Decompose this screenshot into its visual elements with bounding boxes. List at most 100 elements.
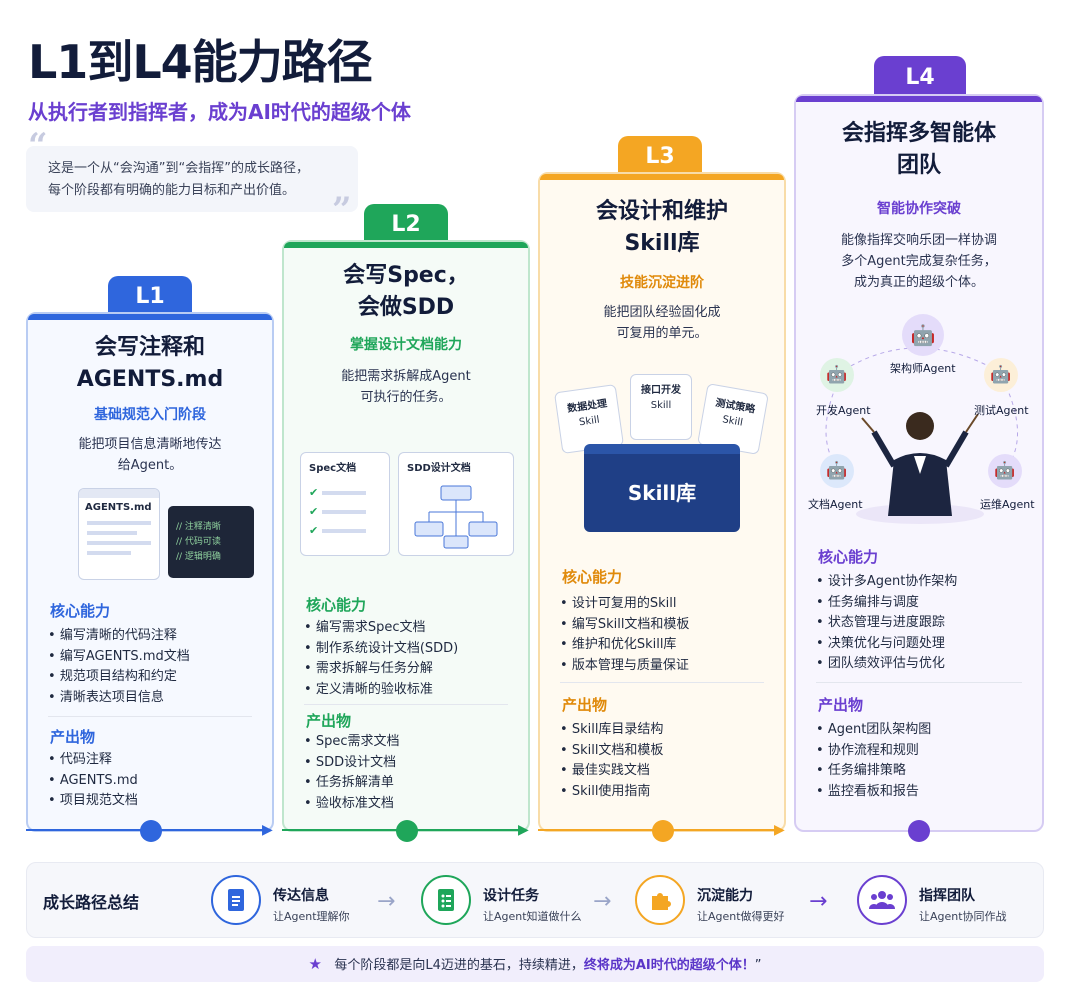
- card-l2-title: 会写Spec，会做SDD: [343, 263, 469, 320]
- card-l4-desc: 能像指挥交响乐团一样协调多个Agent完成复杂任务，成为真正的超级个体。: [840, 233, 997, 290]
- card-l1-footer: ▶: [26, 810, 276, 850]
- list-item: 清晰表达项目信息: [48, 688, 190, 709]
- list-item: 编写需求Spec文档: [304, 618, 458, 639]
- step-title: 沉淀能力: [697, 888, 753, 904]
- card-l2-subtitle: 掌握设计文档能力: [350, 337, 462, 353]
- card-l3-core-list: 设计可复用的Skill 编写Skill文档和模板 维护和优化Skill库 版本管…: [560, 594, 690, 677]
- list-item: 编写AGENTS.md文档: [48, 647, 190, 668]
- arrow-right-icon: →: [593, 889, 612, 914]
- card-l1-core-list: 编写清晰的代码注释 编写AGENTS.md文档 规范项目结构和约定 清晰表达项目…: [48, 626, 190, 708]
- intro-quote: 这是一个从“会沟通”到“会指挥”的成长路径， 每个阶段都有明确的能力目标和产出价…: [26, 146, 358, 212]
- footer-banner: ★ 每个阶段都是向L4迈进的基石，持续精进，终将成为AI时代的超级个体！”: [26, 946, 1044, 982]
- list-item: 需求拆解与任务分解: [304, 659, 458, 680]
- step-subtitle: 让Agent理解你: [273, 910, 350, 923]
- list-item: 项目规范文档: [48, 791, 138, 812]
- card-l4-core-list: 设计多Agent协作架构 任务编排与调度 状态管理与进度跟踪 决策优化与问题处理…: [816, 572, 957, 675]
- card-l3-desc: 能把团队经验固化成可复用的单元。: [603, 305, 721, 341]
- intro-line-1: 这是一个从“会沟通”到“会指挥”的成长路径，: [48, 161, 309, 176]
- step-subtitle: 让Agent协同作战: [919, 910, 1007, 923]
- list-item: 状态管理与进度跟踪: [816, 613, 957, 634]
- arrow-right-icon: →: [809, 889, 828, 914]
- card-l2-core-title: 核心能力: [306, 596, 367, 614]
- arrow-right-icon: →: [377, 889, 396, 914]
- page-title: L1到L4能力路径: [28, 35, 373, 89]
- agent-label: 开发Agent: [816, 404, 871, 417]
- list-item: 验收标准文档: [304, 794, 399, 815]
- list-item: 规范项目结构和约定: [48, 667, 190, 688]
- team-icon: [857, 875, 907, 925]
- card-l4-output-title: 产出物: [818, 696, 864, 714]
- list-item: Agent团队架构图: [816, 720, 931, 741]
- step-subtitle: 让Agent知道做什么: [483, 910, 582, 923]
- list-item: 决策优化与问题处理: [816, 634, 957, 655]
- code-editor: // 注释清晰 // 代码可读 // 逻辑明确: [168, 506, 254, 578]
- connection-lines: [825, 347, 1018, 524]
- close-quote-icon: ”: [332, 190, 352, 230]
- card-l2-output-title: 产出物: [306, 712, 352, 730]
- card-l1-output-title: 产出物: [50, 728, 96, 746]
- summary-title: 成长路径总结: [43, 893, 140, 912]
- list-item: Skill使用指南: [560, 782, 663, 803]
- list-item: Skill库目录结构: [560, 720, 664, 741]
- list-item: 任务编排策略: [816, 761, 931, 782]
- card-l4-core-title: 核心能力: [818, 548, 879, 566]
- list-item: 定义清晰的验收标准: [304, 680, 458, 701]
- list-item: Spec需求文档: [304, 732, 400, 753]
- list-item: 设计可复用的Skill: [560, 594, 689, 615]
- puzzle-icon: [635, 875, 685, 925]
- badge-l1: L1: [108, 276, 192, 316]
- card-l2-illustration: Spec文档 ✔ ✔ ✔ SDD设计文档: [284, 448, 528, 558]
- step-subtitle: 让Agent做得更好: [697, 910, 785, 923]
- agent-label: 测试Agent: [974, 404, 1029, 417]
- document-icon: [211, 875, 261, 925]
- card-l1-illustration: AGENTS.md // 注释清晰 // 代码可读 // 逻辑明确: [28, 482, 272, 582]
- tester-agent-icon: 🤖: [984, 358, 1018, 392]
- ops-agent-icon: 🤖: [988, 454, 1022, 488]
- footer-quote: ”: [754, 958, 762, 973]
- list-item: 维护和优化Skill库: [560, 635, 689, 656]
- card-l1-desc: 能把项目信息清晰地传达给Agent。: [78, 437, 222, 473]
- card-l2-footer: ▶: [282, 810, 532, 850]
- step-title: 设计任务: [483, 888, 539, 904]
- list-item: 版本管理与质量保证: [560, 656, 689, 677]
- list-item: AGENTS.md: [48, 771, 138, 792]
- list-item: SDD设计文档: [304, 753, 399, 774]
- card-l1-core-title: 核心能力: [50, 602, 111, 620]
- badge-l4: L4: [874, 56, 966, 98]
- card-l4: 会指挥多智能体团队 智能协作突破 能像指挥交响乐团一样协调多个Agent完成复杂…: [794, 94, 1044, 832]
- open-quote-icon: “: [28, 126, 48, 166]
- sdd-document: SDD设计文档: [398, 452, 514, 556]
- list-item: 协作流程和规则: [816, 741, 931, 762]
- badge-l2: L2: [364, 204, 448, 244]
- list-item: 代码注释: [48, 750, 138, 771]
- checklist-icon: [421, 875, 471, 925]
- card-l3-core-title: 核心能力: [562, 568, 623, 586]
- growth-summary: 成长路径总结 传达信息 让Agent理解你 → 设计任务 让Agent知道做什么…: [26, 862, 1044, 938]
- list-item: 最佳实践文档: [560, 761, 663, 782]
- spec-document: Spec文档 ✔ ✔ ✔: [300, 452, 390, 556]
- agent-label: 架构师Agent: [890, 362, 956, 375]
- list-item: 制作系统设计文档(SDD): [304, 639, 458, 660]
- card-l3-footer: ▶: [538, 810, 788, 850]
- card-l4-output-list: Agent团队架构图 协作流程和规则 任务编排策略 监控看板和报告: [816, 720, 931, 802]
- card-l2-core-list: 编写需求Spec文档 制作系统设计文档(SDD) 需求拆解与任务分解 定义清晰的…: [304, 618, 458, 700]
- card-l3-output-list: Skill库目录结构 Skill文档和模板 最佳实践文档 Skill使用指南: [560, 720, 664, 803]
- card-l4-subtitle: 智能协作突破: [877, 201, 961, 217]
- footer-text: 每个阶段都是向L4迈进的基石，持续精进，: [334, 958, 584, 973]
- document-agent-icon: 🤖: [820, 454, 854, 488]
- list-item: Skill文档和模板: [560, 741, 664, 762]
- card-l1-output-list: 代码注释 AGENTS.md 项目规范文档: [48, 750, 138, 812]
- skill-library-box: Skill库: [584, 444, 740, 532]
- list-item: 编写Skill文档和模板: [560, 615, 690, 636]
- list-item: 设计多Agent协作架构: [816, 572, 957, 593]
- card-l3-subtitle: 技能沉淀进阶: [620, 275, 704, 291]
- architect-agent-icon: 🤖: [902, 314, 944, 356]
- list-item: 任务拆解清单: [304, 773, 399, 794]
